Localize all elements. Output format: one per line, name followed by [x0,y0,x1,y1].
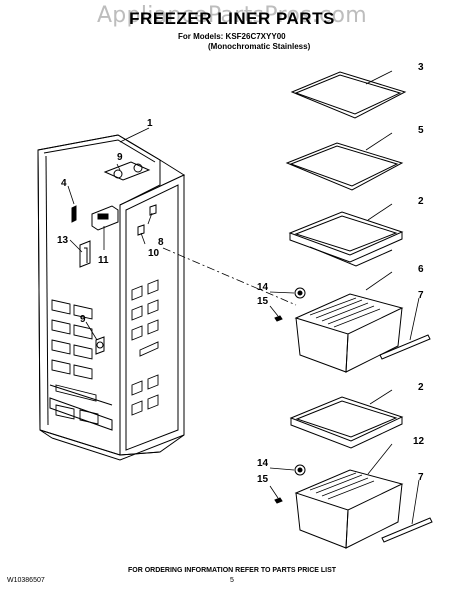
callout-2-upper: 2 [418,196,424,207]
callout-13: 13 [57,235,69,246]
shelf-frame-part-2-upper [288,211,404,267]
callout-7-upper: 7 [418,290,424,301]
callout-8: 8 [158,237,164,248]
document-number: W10386507 [7,577,45,584]
callout-14-upper: 14 [257,282,269,293]
rollers-and-screws [274,287,306,504]
callout-12: 12 [413,436,425,447]
callout-14-lower: 14 [257,458,269,469]
watermark: AppliancePartsPros.com [96,3,368,28]
page-title: FREEZER LINER PARTS [129,9,335,28]
callout-1: 1 [147,118,153,129]
callout-2-lower: 2 [418,382,424,393]
ordering-note: FOR ORDERING INFORMATION REFER TO PARTS … [127,567,337,574]
callout-11: 11 [98,255,109,266]
callout-10: 10 [148,248,160,259]
callout-9-upper: 9 [117,152,123,163]
callout-9-lower: 9 [80,314,86,325]
callout-7-lower: 7 [418,472,424,483]
models-subline: (Monochromatic Stainless) [208,42,311,51]
models-line: For Models: KSF26C7XYY00 [178,32,286,41]
callout-4: 4 [61,178,67,189]
callout-15-upper: 15 [257,296,269,307]
crisper-drawer-part-12 [294,469,433,549]
glass-shelf-part-3 [290,71,407,119]
shelf-frame-part-2-lower [289,396,404,449]
page-number: 5 [230,577,234,584]
models-label: For Models: KSF26C7XYY00 (Monochromatic … [178,32,310,52]
crisper-drawer-part-6 [294,293,431,373]
callout-15-lower: 15 [257,474,269,485]
callout-3: 3 [418,62,424,73]
leader-lines [67,70,420,525]
callout-5: 5 [418,125,424,136]
freezer-liner [37,134,186,461]
callout-6: 6 [418,264,424,275]
glass-shelf-part-5 [285,142,404,191]
